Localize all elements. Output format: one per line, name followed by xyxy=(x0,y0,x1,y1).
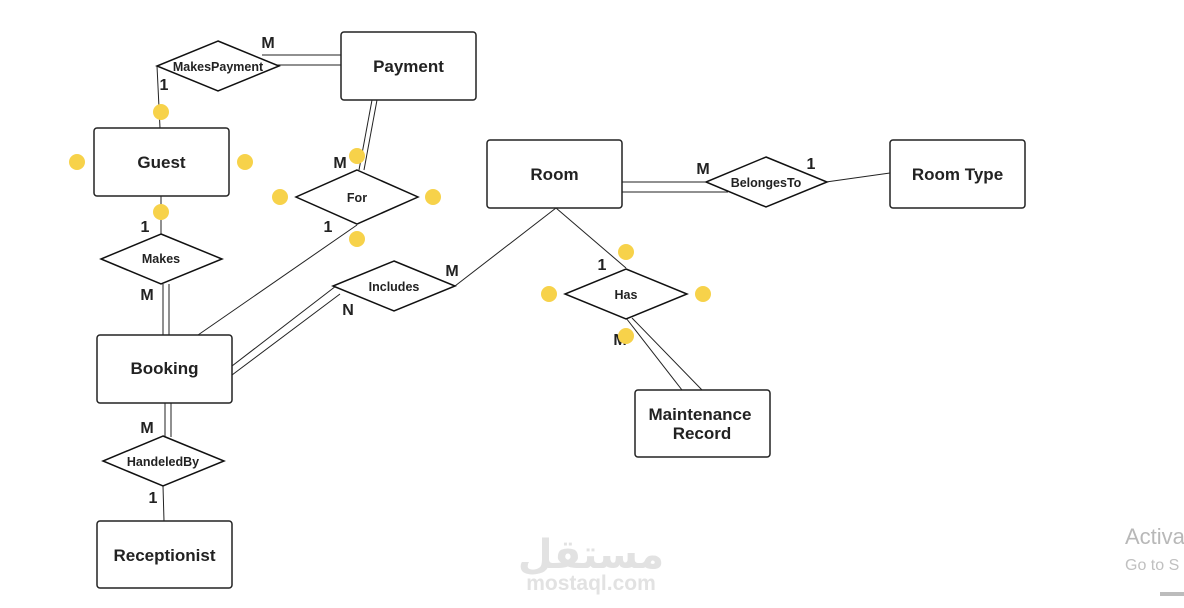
for-handle-top[interactable] xyxy=(349,148,365,164)
line-has-maintenance-b xyxy=(631,317,703,391)
entity-room-type-label: Room Type xyxy=(912,165,1003,184)
entity-payment-label: Payment xyxy=(373,57,444,76)
entity-maintenance-label-line2: Record xyxy=(673,424,732,443)
entity-maintenance-record[interactable]: Maintenance Record xyxy=(634,389,771,458)
relationship-makes-label: Makes xyxy=(142,252,180,266)
card-belongesto-room: M xyxy=(696,161,709,178)
entity-guest[interactable]: Guest xyxy=(93,127,230,197)
guest-handle-bottom[interactable] xyxy=(153,204,169,220)
line-room-has xyxy=(555,207,627,269)
card-belongesto-roomtype: 1 xyxy=(807,156,816,173)
entity-payment[interactable]: Payment xyxy=(340,31,477,101)
mostaql-watermark: مستقل mostaql.com xyxy=(518,532,664,595)
entity-receptionist[interactable]: Receptionist xyxy=(96,520,233,589)
relationship-makespayment-label: MakesPayment xyxy=(173,60,264,74)
relationship-handeledby-label: HandeledBy xyxy=(127,455,199,469)
entity-booking[interactable]: Booking xyxy=(96,334,233,404)
windows-activate-title: Activa xyxy=(1125,524,1184,549)
guest-handle-right[interactable] xyxy=(237,154,253,170)
relationship-makes[interactable]: Makes xyxy=(99,233,224,285)
line-handeledby-receptionist xyxy=(162,485,165,522)
for-handle-left[interactable] xyxy=(272,189,288,205)
card-includes-room: M xyxy=(445,263,458,280)
watermark-latin: mostaql.com xyxy=(526,572,656,595)
relationship-handeledby[interactable]: HandeledBy xyxy=(101,435,226,487)
connector-lines xyxy=(156,54,891,522)
watermark-arabic: مستقل xyxy=(518,532,664,578)
has-handle-right[interactable] xyxy=(695,286,711,302)
line-for-booking xyxy=(197,224,358,336)
has-handle-bottom[interactable] xyxy=(618,328,634,344)
corner-scroll-indicator xyxy=(1160,592,1184,596)
has-handle-top[interactable] xyxy=(618,244,634,260)
card-makes-booking: M xyxy=(140,287,153,304)
relationship-belongesto[interactable]: BelongesTo xyxy=(704,156,829,208)
card-includes-booking: N xyxy=(342,302,354,319)
card-makes-guest: 1 xyxy=(141,219,150,236)
relationship-has[interactable]: Has xyxy=(563,268,689,320)
card-handeledby-booking: M xyxy=(140,420,153,437)
has-handle-left[interactable] xyxy=(541,286,557,302)
for-handle-bottom[interactable] xyxy=(349,231,365,247)
entity-maintenance-label-line1: Maintenance xyxy=(649,405,752,424)
entity-guest-label: Guest xyxy=(137,153,186,172)
card-makespayment-payment: M xyxy=(261,35,274,52)
guest-handle-left[interactable] xyxy=(69,154,85,170)
line-booking-includes-a xyxy=(231,285,337,367)
card-has-room: 1 xyxy=(598,257,607,274)
line-belongesto-roomtype xyxy=(825,172,891,183)
relationship-includes[interactable]: Includes xyxy=(331,260,457,312)
line-has-maintenance-a xyxy=(625,317,683,391)
entity-booking-label: Booking xyxy=(131,359,199,378)
relationship-belongesto-label: BelongesTo xyxy=(731,176,802,190)
relationship-has-label: Has xyxy=(615,288,638,302)
relationship-includes-label: Includes xyxy=(369,280,420,294)
entity-room-label: Room xyxy=(530,165,578,184)
card-for-payment: M xyxy=(333,155,346,172)
card-makespayment-guest: 1 xyxy=(160,77,169,94)
guest-handle-top[interactable] xyxy=(153,104,169,120)
line-booking-includes-b xyxy=(231,293,341,376)
entity-receptionist-label: Receptionist xyxy=(113,546,215,565)
windows-activate-subtitle[interactable]: Go to S xyxy=(1125,557,1180,574)
card-for-booking: 1 xyxy=(324,219,333,236)
relationship-for[interactable]: For xyxy=(294,169,420,225)
relationship-for-label: For xyxy=(347,191,367,205)
entity-room[interactable]: Room xyxy=(486,139,623,209)
relationship-makespayment[interactable]: MakesPayment xyxy=(155,40,281,92)
for-handle-right[interactable] xyxy=(425,189,441,205)
line-includes-room xyxy=(454,207,557,287)
line-payment-for-b xyxy=(363,99,378,171)
entity-room-type[interactable]: Room Type xyxy=(889,139,1026,209)
connection-handles[interactable] xyxy=(69,104,711,344)
card-handeledby-receptionist: 1 xyxy=(149,490,158,507)
